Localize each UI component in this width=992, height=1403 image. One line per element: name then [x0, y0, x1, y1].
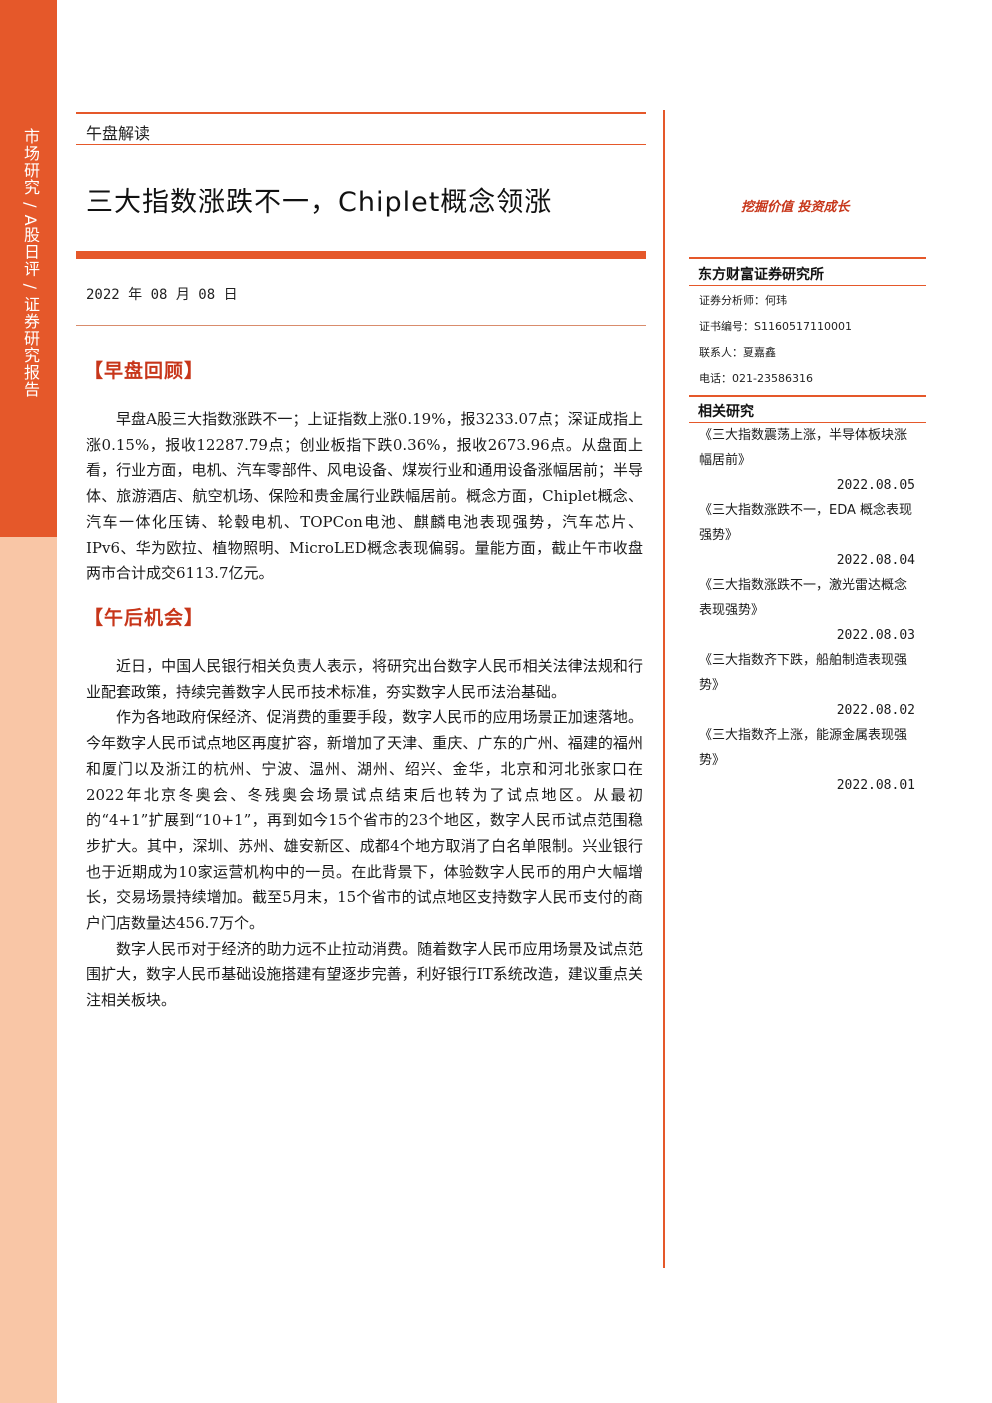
title-divider: [76, 251, 646, 259]
related-item-date: 2022.08.02: [836, 703, 915, 718]
date-divider: [76, 325, 646, 326]
column-divider: [663, 110, 665, 1268]
related-research-list: 《三大指数震荡上涨，半导体板块涨幅居前》 2022.08.05 《三大指数涨跌不…: [699, 423, 919, 798]
phone-number: 电话：021-23586316: [699, 372, 813, 385]
section-tag: 午盘解读: [76, 112, 646, 145]
morning-paragraph: 早盘A股三大指数涨跌不一；上证指数上涨0.19%，报3233.07点；深证成指上…: [86, 410, 643, 583]
afternoon-opportunity-heading: 【午后机会】: [84, 607, 205, 629]
report-title: 三大指数涨跌不一，Chiplet概念领涨: [86, 187, 553, 218]
related-research-title: 相关研究: [698, 404, 754, 420]
related-item-title[interactable]: 《三大指数齐上涨，能源金属表现强势》: [699, 728, 908, 768]
related-item-title[interactable]: 《三大指数震荡上涨，半导体板块涨幅居前》: [699, 428, 908, 468]
related-research-header: 相关研究: [689, 395, 926, 423]
morning-review-heading: 【早盘回顾】: [84, 360, 205, 382]
related-item-date: 2022.08.04: [836, 553, 915, 568]
sidebar-accent-bottom: [0, 537, 57, 1403]
related-item[interactable]: 《三大指数齐下跌，船舶制造表现强势》 2022.08.02: [699, 648, 919, 723]
org-header: 东方财富证券研究所: [689, 257, 926, 286]
morning-review-body: 早盘A股三大指数涨跌不一；上证指数上涨0.19%，报3233.07点；深证成指上…: [86, 407, 643, 587]
certificate-number: 证书编号：S1160517110001: [699, 320, 852, 333]
sidebar-label: 市场研究 / A股日评 / 证券研究报告: [21, 128, 40, 399]
related-item-date: 2022.08.03: [836, 628, 915, 643]
related-item[interactable]: 《三大指数涨跌不一，激光雷达概念表现强势》 2022.08.03: [699, 573, 919, 648]
related-item-title[interactable]: 《三大指数涨跌不一，激光雷达概念表现强势》: [699, 578, 908, 618]
afternoon-paragraph: 数字人民币对于经济的助力远不止拉动消费。随着数字人民币应用场景及试点范围扩大，数…: [86, 939, 643, 1010]
afternoon-paragraph: 作为各地政府保经济、促消费的重要手段，数字人民币的应用场景正加速落地。今年数字人…: [86, 708, 643, 933]
sidebar-accent-top: [0, 0, 57, 537]
related-item-date: 2022.08.01: [836, 778, 915, 793]
section-tag-label: 午盘解读: [86, 124, 151, 143]
analyst-name: 证券分析师：何玮: [699, 294, 787, 307]
related-item[interactable]: 《三大指数震荡上涨，半导体板块涨幅居前》 2022.08.05: [699, 423, 919, 498]
company-slogan: 挖掘价值 投资成长: [741, 200, 850, 215]
related-item[interactable]: 《三大指数齐上涨，能源金属表现强势》 2022.08.01: [699, 723, 919, 798]
related-item[interactable]: 《三大指数涨跌不一，EDA 概念表现强势》 2022.08.04: [699, 498, 919, 573]
afternoon-paragraph: 近日，中国人民银行相关负责人表示，将研究出台数字人民币相关法律法规和行业配套政策…: [86, 657, 643, 701]
org-name: 东方财富证券研究所: [698, 267, 824, 283]
related-item-title[interactable]: 《三大指数齐下跌，船舶制造表现强势》: [699, 653, 908, 693]
related-item-title[interactable]: 《三大指数涨跌不一，EDA 概念表现强势》: [699, 503, 913, 543]
related-item-date: 2022.08.05: [836, 478, 915, 493]
report-date: 2022 年 08 月 08 日: [86, 287, 238, 303]
afternoon-opportunity-body: 近日，中国人民银行相关负责人表示，将研究出台数字人民币相关法律法规和行业配套政策…: [86, 654, 643, 1014]
contact-person: 联系人：夏嘉鑫: [699, 346, 776, 359]
